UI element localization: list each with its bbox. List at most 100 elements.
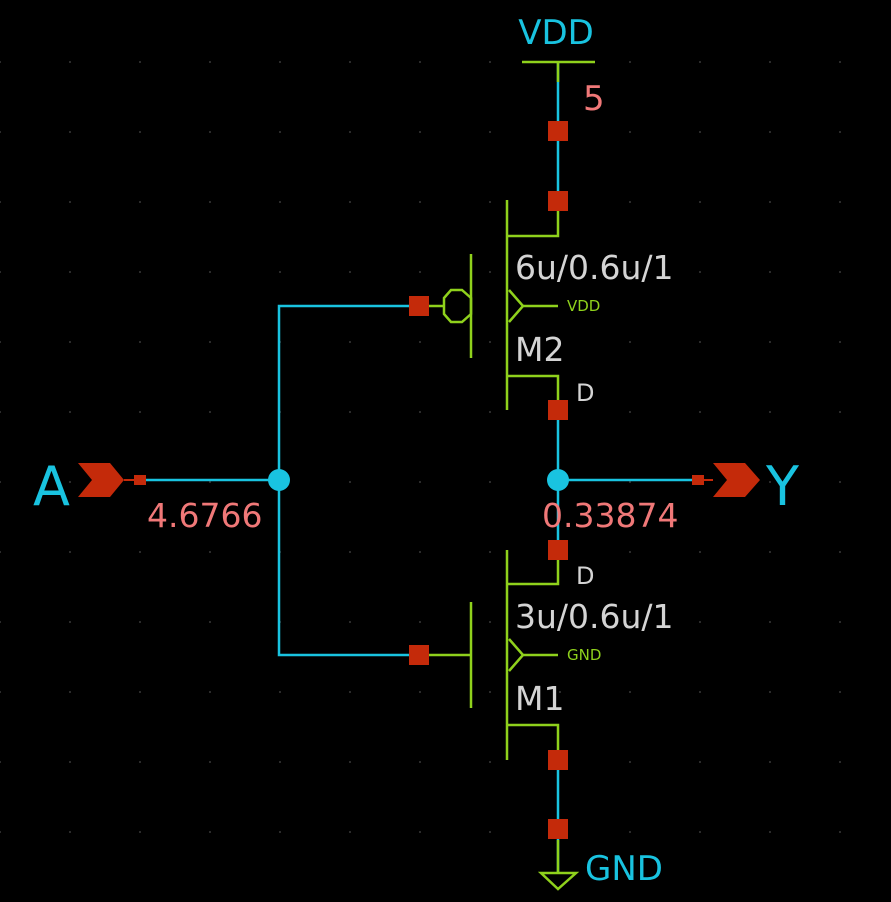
grid-dot <box>769 691 771 693</box>
grid-dot <box>349 411 351 413</box>
grid-dot <box>419 341 421 343</box>
grid-dot <box>139 271 141 273</box>
grid-dot <box>769 341 771 343</box>
vdd-net-label: VDD <box>518 13 594 53</box>
m1-bulk-label: GND <box>567 646 601 664</box>
grid-dot <box>349 621 351 623</box>
wire-input-to-m2-gate[interactable] <box>277 304 420 480</box>
gnd-symbol[interactable] <box>537 840 580 891</box>
grid-dot <box>419 831 421 833</box>
grid-dot <box>629 551 631 553</box>
m2-bulk-arrow <box>508 289 525 323</box>
grid-dot <box>209 551 211 553</box>
grid-dot <box>209 271 211 273</box>
grid-dot <box>769 271 771 273</box>
grid-dot <box>419 551 421 553</box>
grid-dot <box>699 61 701 63</box>
nmos-transistor-m1[interactable] <box>420 550 560 760</box>
grid-dot <box>699 691 701 693</box>
grid-dot <box>279 691 281 693</box>
grid-dot <box>769 831 771 833</box>
grid-dot <box>839 761 841 763</box>
input-port-a[interactable] <box>78 463 140 497</box>
grid-dot <box>139 341 141 343</box>
m1-bulk-arrow <box>508 638 525 672</box>
grid-dot <box>419 411 421 413</box>
port-y-pin-marker[interactable] <box>692 475 704 485</box>
m2-drain-pin-marker[interactable] <box>548 400 568 420</box>
grid-dot <box>0 761 1 763</box>
m1-gate-pin-marker[interactable] <box>409 645 429 665</box>
grid-dot <box>69 201 71 203</box>
vdd-voltage-label: 5 <box>583 79 605 119</box>
output-port-y[interactable] <box>700 463 760 497</box>
grid-dot <box>419 61 421 63</box>
pmos-transistor-m2[interactable] <box>420 200 560 410</box>
grid-dot <box>0 481 1 483</box>
port-y-label: Y <box>765 455 800 518</box>
grid-dot <box>349 691 351 693</box>
grid-dot <box>139 201 141 203</box>
m2-gate-pin-marker[interactable] <box>409 296 429 316</box>
grid-dot <box>559 341 561 343</box>
input-junction-dot[interactable] <box>268 469 290 491</box>
m2-gate-bubble <box>442 288 473 324</box>
grid-dot <box>0 201 1 203</box>
grid-dot <box>69 131 71 133</box>
grid-dot <box>489 691 491 693</box>
grid-dots <box>0 61 841 833</box>
grid-dot <box>139 621 141 623</box>
output-junction-dot[interactable] <box>547 469 569 491</box>
grid-dot <box>839 621 841 623</box>
grid-dot <box>489 201 491 203</box>
m1-source-pin-marker[interactable] <box>548 750 568 770</box>
grid-dot <box>139 131 141 133</box>
grid-dot <box>69 271 71 273</box>
grid-dot <box>699 131 701 133</box>
vdd-pin-marker[interactable] <box>548 121 568 141</box>
grid-dot <box>279 131 281 133</box>
grid-dot <box>69 341 71 343</box>
grid-dot <box>349 761 351 763</box>
pin-markers <box>134 121 704 839</box>
grid-dot <box>69 61 71 63</box>
grid-dot <box>0 551 1 553</box>
grid-dot <box>839 61 841 63</box>
grid-dot <box>209 691 211 693</box>
m2-source-pin-marker[interactable] <box>548 191 568 211</box>
m2-size-label: 6u/0.6u/1 <box>515 248 674 287</box>
grid-dot <box>839 551 841 553</box>
grid-dot <box>489 761 491 763</box>
grid-dot <box>279 61 281 63</box>
grid-dot <box>0 831 1 833</box>
grid-dot <box>349 341 351 343</box>
wire-input-to-m1-gate[interactable] <box>277 480 420 657</box>
grid-dot <box>629 201 631 203</box>
grid-dot <box>349 551 351 553</box>
grid-dot <box>139 411 141 413</box>
grid-dot <box>629 481 631 483</box>
output-node-voltage-label: 0.33874 <box>542 496 678 535</box>
grid-dot <box>489 481 491 483</box>
grid-dot <box>69 691 71 693</box>
grid-dot <box>349 61 351 63</box>
grid-dot <box>419 691 421 693</box>
grid-dot <box>839 271 841 273</box>
grid-dot <box>489 831 491 833</box>
grid-dot <box>489 131 491 133</box>
grid-dot <box>629 691 631 693</box>
grid-dot <box>349 831 351 833</box>
port-a-pin-marker[interactable] <box>134 475 146 485</box>
m1-drain-label: D <box>576 562 594 590</box>
grid-dot <box>0 61 1 63</box>
grid-dot <box>629 761 631 763</box>
grid-dot <box>69 831 71 833</box>
grid-dot <box>139 761 141 763</box>
grid-dot <box>69 621 71 623</box>
vdd-symbol[interactable] <box>522 60 595 82</box>
gnd-pin-marker[interactable] <box>548 819 568 839</box>
m1-source-lead <box>507 723 560 760</box>
m2-name-label: M2 <box>515 330 564 369</box>
grid-dot <box>419 621 421 623</box>
m1-drain-pin-marker[interactable] <box>548 540 568 560</box>
